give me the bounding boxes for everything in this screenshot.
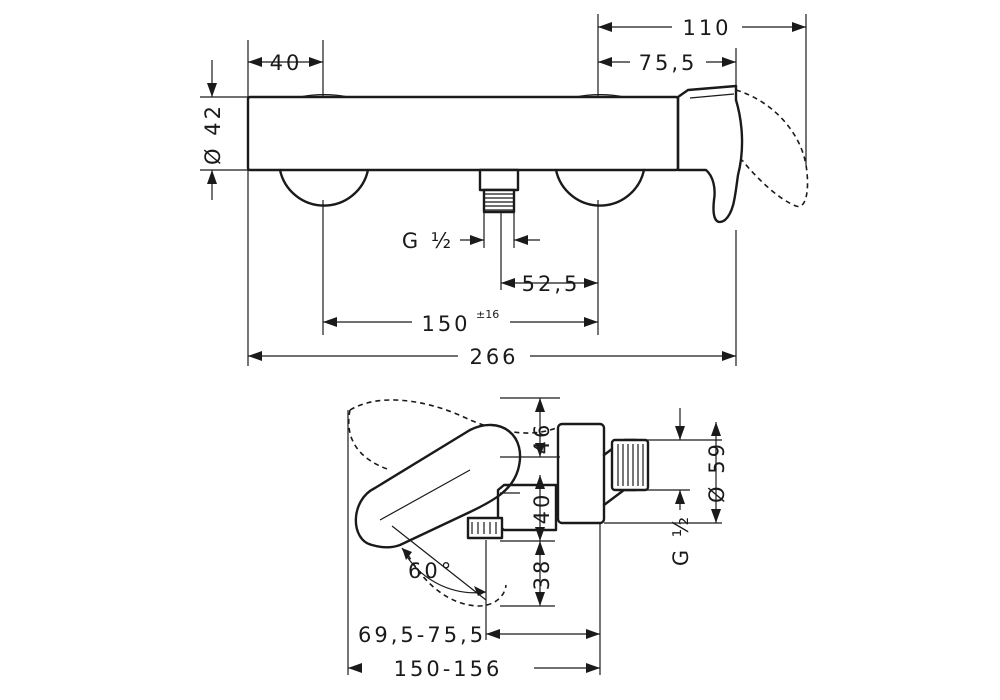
dim-thread-top: G ½: [402, 229, 454, 253]
mixer-body: [246, 95, 680, 172]
dim-150-156: 150-156: [394, 657, 503, 681]
dim-69-75: 69,5-75,5: [358, 623, 486, 647]
handle-lever: [354, 423, 522, 549]
dim-110: 110: [682, 16, 731, 40]
wall-rosette: [556, 422, 606, 525]
top-view: 40 Ø 42 110 75,5 G ½ 52,5: [200, 14, 809, 369]
dim-40-side: 40: [530, 492, 554, 525]
dim-46: 46: [530, 422, 554, 455]
dim-diameter-59: Ø 59: [705, 441, 729, 503]
handle-rotated-dashed: [735, 89, 809, 208]
side-outlet: [466, 516, 504, 540]
handle-rotated-dashed-side: [349, 399, 557, 434]
handle-inner: [689, 93, 735, 99]
right-wall-disc: [554, 168, 646, 207]
side-view: 60° 46 40 38 G ½: [347, 397, 729, 681]
dim-diameter-42: Ø 42: [201, 103, 225, 165]
dim-thread-side: G ½: [669, 514, 693, 566]
dim-38: 38: [530, 558, 554, 591]
dim-150-tolerance: ±16: [476, 308, 499, 321]
dim-75-5: 75,5: [639, 51, 698, 75]
dim-angle-60: 60°: [408, 559, 454, 583]
dim-52-5: 52,5: [522, 272, 581, 296]
dim-150: 150: [421, 312, 470, 336]
left-wall-disc: [278, 168, 370, 207]
outlet-connector: [478, 168, 520, 214]
handle: [676, 84, 744, 224]
inlet-connector: [602, 438, 650, 507]
dim-40-top: 40: [270, 51, 303, 75]
dim-266: 266: [469, 345, 518, 369]
